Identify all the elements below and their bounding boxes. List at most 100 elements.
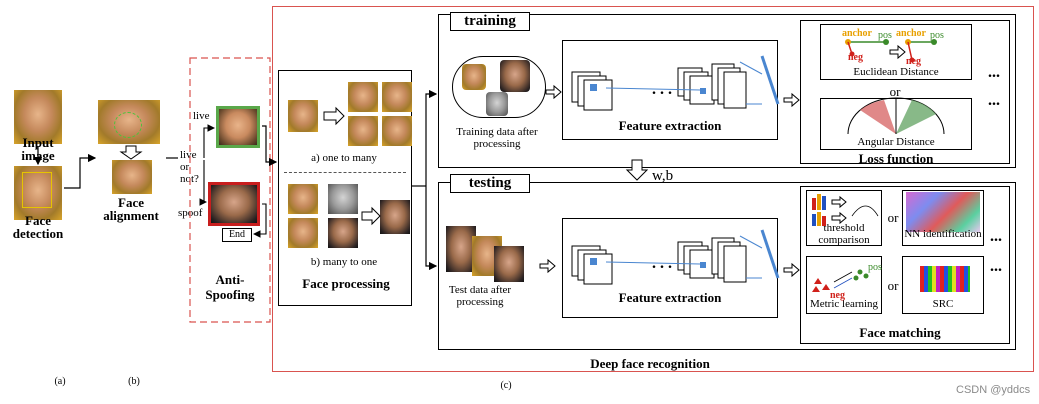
many-to-one-source-photo-1	[288, 184, 318, 214]
input-image-photo	[14, 90, 62, 144]
src-matrix	[920, 266, 970, 292]
pos-label-1: pos	[878, 30, 892, 41]
spoof-to-end-arrow	[252, 203, 267, 238]
training-dots-2: ...	[988, 92, 1000, 109]
one-to-many-hollow-arrow	[323, 106, 345, 126]
live-label: live	[193, 110, 210, 122]
wb-transfer-arrow	[625, 159, 649, 181]
anti-spoofing-title: Anti-Spoofing	[205, 272, 255, 302]
neg-label-1: neg	[848, 52, 863, 63]
deep-face-recognition-frame	[272, 6, 1034, 372]
many-to-one-hollow-arrow	[361, 206, 381, 226]
training-feature-box	[562, 40, 778, 140]
training-face-photo-2	[500, 60, 530, 92]
metric-neg-label: neg	[830, 290, 845, 301]
aligned-face-photo	[112, 160, 152, 194]
anchor-label-1: anchor	[842, 28, 872, 39]
test-data-to-feature-arrow	[539, 258, 556, 274]
loss-function-title: Loss function	[858, 151, 934, 166]
training-face-photo-3	[486, 92, 508, 116]
testing-feature-box	[562, 218, 778, 318]
test-face-photo-1	[446, 226, 476, 272]
euclidean-label: Euclidean Distance	[853, 66, 939, 78]
nn-identification-box	[902, 190, 984, 246]
threshold-label: threshold comparison	[818, 222, 870, 246]
angular-distance-diagram	[847, 97, 945, 135]
testing-dots-2: ...	[990, 258, 1002, 275]
training-panel	[438, 14, 1016, 168]
training-cnn-stack: . . .	[571, 55, 780, 111]
feature-to-matching-arrow	[783, 262, 800, 278]
face-detection-label: Face detection	[12, 213, 64, 241]
testing-dots-1: ...	[990, 228, 1002, 245]
end-box: End	[222, 228, 252, 242]
caption-c: (c)	[500, 380, 512, 391]
or-label-threshold: or	[887, 210, 899, 225]
training-face-photo-1	[462, 64, 486, 90]
or-label-metric: or	[887, 278, 899, 293]
detection-box	[22, 172, 52, 208]
face-processing-panel	[278, 70, 412, 306]
face-matching-title: Face matching	[859, 325, 941, 340]
test-face-photo-3	[494, 246, 524, 282]
nn-identification-label: NN identification	[904, 228, 982, 240]
pos-label-2: pos	[930, 30, 944, 41]
end-label: End	[228, 229, 246, 240]
nn-identification-map	[906, 192, 980, 232]
live-to-processing-arrow	[262, 125, 278, 167]
one-to-many-source-photo	[288, 100, 318, 132]
training-title: training	[464, 13, 516, 29]
caption-b: (b)	[128, 376, 140, 387]
training-feature-label: Feature extraction	[618, 118, 722, 133]
a-to-b-arrow	[64, 153, 97, 189]
threshold-comparison-diagram	[812, 194, 879, 226]
angular-label: Angular Distance	[857, 136, 935, 148]
caption-a: (a)	[54, 376, 66, 387]
metric-learning-box	[806, 256, 882, 314]
one-to-many-output-photo-4	[382, 116, 412, 146]
one-to-many-output-photo-2	[382, 82, 412, 112]
one-to-many-output-photo-3	[348, 116, 378, 146]
testing-panel	[438, 182, 1016, 350]
live-branch	[203, 124, 216, 158]
processing-divider	[284, 172, 406, 173]
anti-spoofing-frame	[189, 57, 271, 323]
metric-pos-label: pos	[868, 262, 882, 273]
testing-feature-label: Feature extraction	[618, 290, 722, 305]
training-data-to-feature-arrow	[545, 84, 562, 100]
many-to-one-output-photo	[380, 200, 410, 234]
to-training-arrow	[425, 89, 438, 186]
watermark: CSDN @yddcs	[956, 384, 1031, 396]
spoof-branch	[199, 160, 208, 206]
testing-title: testing	[468, 175, 512, 191]
live-face-photo	[216, 106, 260, 148]
transfer-label: w,b	[652, 168, 674, 184]
deep-face-recognition-title: Deep face recognition	[590, 356, 710, 371]
feature-to-loss-arrow	[783, 92, 800, 108]
euclidean-triplet-diagram	[845, 39, 937, 63]
src-label: SRC	[932, 298, 954, 310]
many-to-one-source-photo-2	[328, 184, 358, 214]
to-testing-arrow	[425, 186, 438, 271]
many-to-one-label: b) many to one	[310, 256, 378, 268]
testing-title-box: testing	[450, 174, 530, 193]
src-box	[902, 256, 984, 314]
training-title-box: training	[450, 12, 530, 31]
testing-cnn-stack: . . .	[571, 229, 780, 285]
training-data-label: Training data after processing	[456, 126, 538, 150]
one-to-many-label: a) one to many	[311, 152, 377, 164]
face-alignment-label: Face alignment	[103, 195, 159, 223]
metric-learning-label: Metric learning	[809, 298, 879, 310]
many-to-one-source-photo-3	[288, 218, 318, 248]
many-to-one-source-photo-4	[328, 218, 358, 248]
landmark-points	[114, 112, 142, 138]
b-down-hollow-arrow	[119, 145, 143, 160]
one-to-many-output-photo-1	[348, 82, 378, 112]
test-data-label: Test data after processing	[448, 284, 512, 308]
metric-learning-diagram	[812, 269, 869, 292]
spoof-face-photo	[208, 182, 260, 226]
face-matching-panel	[800, 186, 1010, 344]
euclidean-box	[820, 24, 972, 80]
anchor-label-2: anchor	[896, 28, 926, 39]
